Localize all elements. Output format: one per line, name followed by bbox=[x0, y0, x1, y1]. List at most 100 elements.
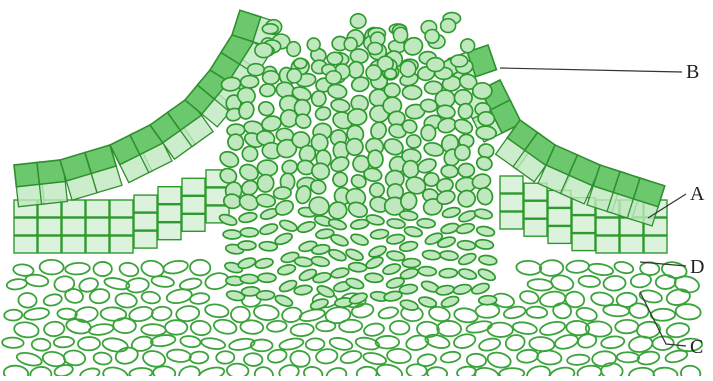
complementary-cell bbox=[418, 266, 437, 276]
cortex-cell bbox=[65, 317, 92, 335]
complementary-cell bbox=[240, 228, 258, 237]
complementary-cell bbox=[441, 164, 459, 178]
cortex-cell bbox=[151, 275, 175, 288]
complementary-cell bbox=[263, 71, 280, 84]
cortex-cell bbox=[499, 368, 524, 376]
complementary-cell bbox=[475, 155, 494, 172]
complementary-cell bbox=[470, 281, 490, 295]
cortex-cell bbox=[578, 275, 600, 288]
cortex-cell bbox=[600, 335, 625, 349]
cortex-cell bbox=[180, 335, 201, 348]
complementary-cell bbox=[439, 268, 457, 278]
cortex-cell bbox=[486, 350, 512, 369]
complementary-cell bbox=[311, 90, 326, 106]
cortex-cell bbox=[552, 302, 573, 320]
cortex-cell bbox=[526, 306, 548, 319]
cortex-cell bbox=[118, 261, 139, 278]
cortex-cell bbox=[253, 304, 280, 322]
cortex-cell bbox=[566, 260, 590, 274]
cortex-cell bbox=[53, 363, 74, 376]
cortex-cell bbox=[406, 364, 426, 376]
complementary-cell bbox=[238, 241, 256, 250]
label-a: A bbox=[690, 184, 704, 204]
phellem-cell bbox=[39, 182, 67, 205]
complementary-cell bbox=[399, 267, 419, 281]
cortex-cell bbox=[31, 338, 50, 351]
complementary-cell bbox=[386, 250, 405, 262]
cortex-cell bbox=[278, 337, 304, 352]
complementary-cell bbox=[311, 255, 330, 267]
cortex-cell bbox=[281, 306, 303, 324]
complementary-cell bbox=[384, 83, 400, 97]
complementary-cell bbox=[365, 255, 385, 271]
cortex-cell bbox=[603, 304, 630, 317]
cortex-cell bbox=[253, 366, 274, 376]
cortex-cell bbox=[516, 349, 538, 364]
phelloderm-cell bbox=[182, 196, 205, 213]
cortex-cell bbox=[30, 366, 52, 376]
phelloderm-cell bbox=[134, 195, 157, 212]
cortex-cell bbox=[151, 306, 172, 322]
cortex-cell bbox=[666, 322, 690, 339]
cortex-cell bbox=[475, 303, 499, 318]
cortex-cell bbox=[512, 321, 538, 336]
cortex-cell bbox=[527, 278, 553, 291]
cortex-cell bbox=[437, 320, 462, 336]
cortex-cell bbox=[63, 349, 86, 366]
phelloderm-cell bbox=[158, 205, 181, 222]
complementary-cell bbox=[393, 27, 407, 42]
complementary-cell bbox=[479, 295, 497, 305]
complementary-cell bbox=[344, 38, 357, 51]
cortex-cell bbox=[102, 365, 130, 376]
complementary-cell bbox=[257, 100, 276, 118]
cortex-cell bbox=[440, 350, 461, 364]
cortex-cell bbox=[78, 337, 100, 351]
complementary-cell bbox=[256, 290, 274, 300]
cortex-cell bbox=[23, 307, 50, 322]
cortex-cell bbox=[456, 366, 476, 376]
complementary-cell bbox=[287, 42, 301, 57]
cortex-cell bbox=[198, 365, 226, 376]
cortex-cell bbox=[615, 320, 638, 334]
cortex-cell bbox=[153, 366, 176, 376]
cortex-cell bbox=[339, 349, 362, 365]
phelloderm-cell bbox=[158, 223, 181, 240]
cortex-cell bbox=[390, 320, 410, 334]
complementary-cell bbox=[385, 69, 397, 79]
cortex-cell bbox=[39, 260, 63, 275]
phelloderm-cell bbox=[110, 236, 133, 253]
complementary-cell bbox=[297, 220, 317, 234]
phelloderm-cell bbox=[500, 194, 523, 211]
cortex-cell bbox=[244, 353, 263, 366]
cortex-cell bbox=[664, 349, 688, 365]
complementary-cell bbox=[277, 263, 297, 276]
cortex-cell bbox=[114, 345, 140, 366]
cortex-cell bbox=[466, 353, 486, 367]
cortex-cell bbox=[351, 302, 375, 319]
cortex-cell bbox=[100, 307, 126, 321]
cortex-cell bbox=[53, 336, 74, 348]
phelloderm-cell bbox=[134, 213, 157, 230]
phelloderm-cell bbox=[62, 218, 85, 235]
complementary-cell bbox=[454, 144, 470, 160]
cortex-cell bbox=[43, 321, 65, 337]
complementary-cell bbox=[330, 98, 351, 113]
cortex-cell bbox=[539, 290, 567, 308]
complementary-cell bbox=[350, 14, 366, 28]
complementary-cell bbox=[441, 206, 461, 219]
cortex-cell bbox=[478, 337, 501, 353]
cortex-cell bbox=[189, 351, 208, 364]
complementary-cell bbox=[240, 75, 258, 88]
complementary-cell bbox=[274, 293, 294, 308]
cortex-cell bbox=[375, 336, 399, 349]
phelloderm-cell bbox=[572, 234, 595, 251]
phelloderm-cell bbox=[62, 236, 85, 253]
complementary-cell bbox=[218, 149, 241, 170]
phelloderm-cell bbox=[110, 200, 133, 217]
cortex-cell bbox=[656, 275, 676, 290]
cortex-cell bbox=[675, 303, 701, 320]
complementary-cell bbox=[278, 218, 298, 233]
phelloderm-cell bbox=[620, 236, 643, 253]
complementary-cell bbox=[326, 71, 341, 84]
complementary-cell bbox=[365, 273, 384, 284]
